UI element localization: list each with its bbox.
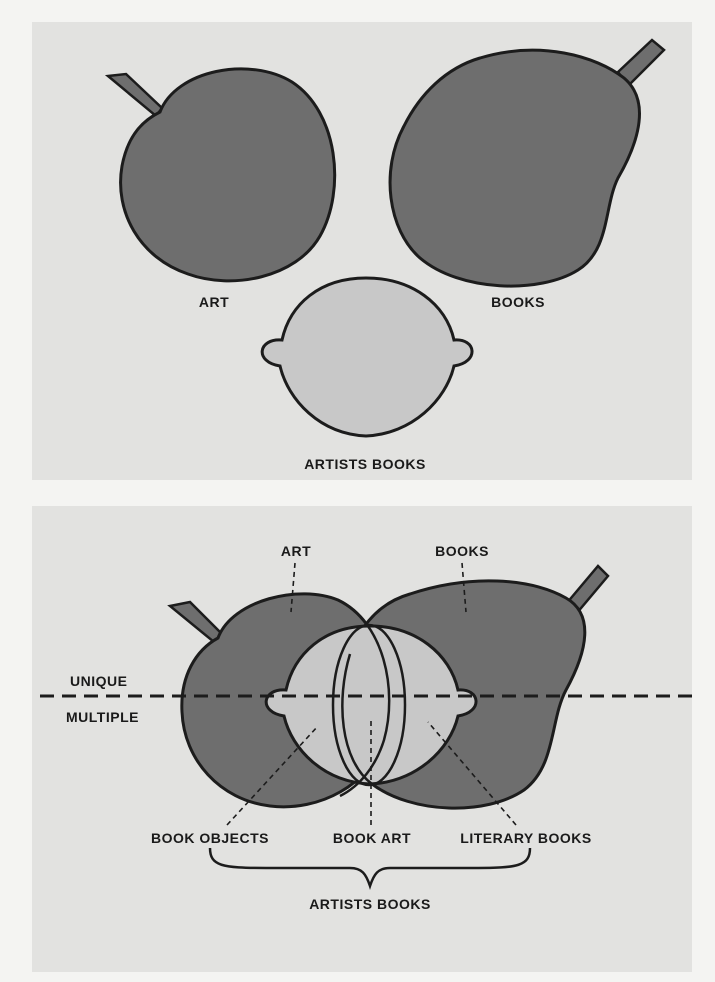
top-panel: ART BOOKS ARTISTS BOOKS	[32, 22, 692, 480]
top-label-books: BOOKS	[491, 294, 545, 310]
bottom-label-art: ART	[281, 543, 311, 559]
label-book-objects: BOOK OBJECTS	[151, 830, 269, 846]
bottom-label-artists-books: ARTISTS BOOKS	[309, 896, 431, 912]
top-label-artists-books: ARTISTS BOOKS	[304, 456, 426, 472]
label-literary-books: LITERARY BOOKS	[460, 830, 591, 846]
label-unique: UNIQUE	[70, 673, 127, 689]
bottom-panel: ART BOOKS UNIQUE MULTIPLE BOOK OBJECTS B…	[32, 506, 692, 972]
label-book-art: BOOK ART	[333, 830, 411, 846]
top-label-art: ART	[199, 294, 229, 310]
label-multiple: MULTIPLE	[66, 709, 139, 725]
bottom-label-books: BOOKS	[435, 543, 489, 559]
